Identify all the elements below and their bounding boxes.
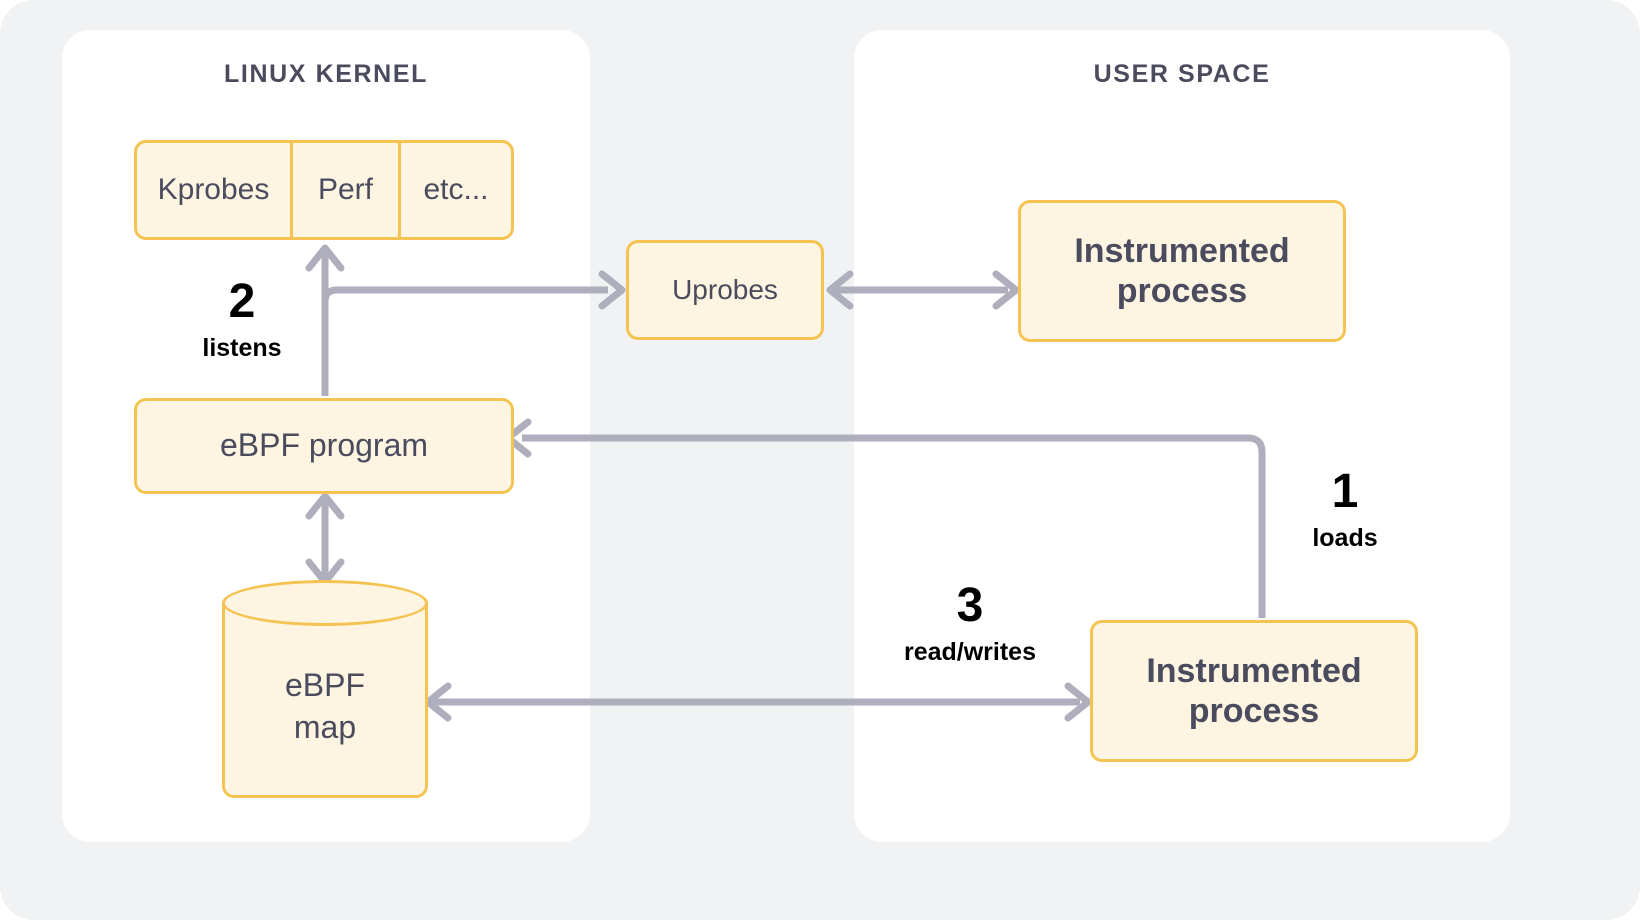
process-bottom-line-2: process — [1188, 692, 1320, 730]
step-1-number: 1 — [1331, 465, 1359, 518]
node-ebpf-map-label: eBPF map — [222, 632, 428, 782]
node-probes-group[interactable]: Kprobes Perf etc... — [134, 140, 514, 240]
node-instrumented-process-bottom[interactable]: Instrumented process — [1090, 620, 1418, 762]
node-instrumented-process-top[interactable]: Instrumented process — [1018, 200, 1346, 342]
node-kprobes[interactable]: Kprobes — [137, 143, 293, 237]
connector-ebpf-to-uprobes — [321, 270, 626, 330]
cylinder-top-ellipse — [222, 580, 428, 626]
node-ebpf-map[interactable]: eBPF map — [222, 580, 428, 798]
step-1-caption: loads — [1312, 524, 1378, 552]
step-label-2: 2 listens — [176, 278, 308, 361]
connector-map-to-process-bottom — [424, 682, 1092, 722]
connector-uprobes-to-process-top — [826, 270, 1020, 310]
process-top-line-1: Instrumented — [1074, 231, 1290, 270]
ebpf-map-line-1: eBPF — [284, 667, 366, 704]
node-perf[interactable]: Perf — [293, 143, 401, 237]
panel-title-user-space: USER SPACE — [1093, 60, 1271, 88]
connector-ebpf-program-to-map — [305, 492, 345, 586]
step-label-3: 3 read/writes — [872, 582, 1068, 665]
panel-title-linux-kernel: LINUX KERNEL — [224, 60, 428, 88]
step-3-number: 3 — [956, 579, 984, 632]
step-3-caption: read/writes — [903, 638, 1036, 666]
ebpf-map-line-2: map — [293, 709, 357, 745]
node-uprobes[interactable]: Uprobes — [626, 240, 824, 340]
step-2-caption: listens — [202, 334, 282, 362]
node-etc[interactable]: etc... — [423, 173, 489, 207]
node-ebpf-program[interactable]: eBPF program — [134, 398, 514, 494]
step-2-number: 2 — [228, 275, 256, 328]
cylinder-body — [222, 602, 428, 798]
process-bottom-line-1: Instrumented — [1146, 651, 1362, 690]
step-label-1: 1 loads — [1270, 468, 1420, 551]
process-top-line-2: process — [1116, 272, 1248, 310]
